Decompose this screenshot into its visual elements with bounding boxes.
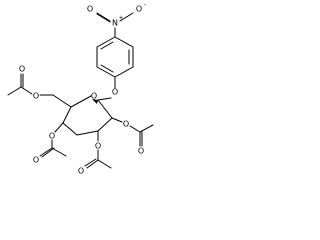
nitro-oxygen-single: O: [136, 5, 142, 14]
nitro-oxygen-charge: -: [144, 2, 146, 9]
ring-oxygen: O: [91, 92, 97, 101]
c4-acetoxy: [39, 122, 67, 158]
c2-carbonyl-oxygen: O: [138, 147, 144, 156]
chemical-structure: O N + O - O O O O O O O O O O: [7, 2, 154, 176]
c6-ester-oxygen: O: [33, 92, 39, 101]
anomeric-oxygen: O: [112, 88, 118, 97]
c6-acetoxymethyl: [7, 73, 72, 108]
nitro-nitrogen: N: [112, 19, 118, 28]
pyranose-ring: [62, 95, 113, 136]
nitro-oxygen-double: O: [87, 5, 93, 14]
c3-carbonyl-oxygen: O: [78, 167, 84, 176]
nitro-group: [96, 12, 134, 38]
c2-ester-oxygen: O: [123, 120, 129, 129]
c6-carbonyl-oxygen: O: [19, 65, 25, 74]
atom-labels: O N + O - O O O O O O O O O O: [19, 2, 146, 176]
nitro-nitrogen-charge: +: [118, 15, 123, 22]
c3-ester-oxygen: O: [95, 142, 101, 151]
c4-ester-oxygen: O: [49, 132, 55, 141]
c2-acetoxy: [111, 117, 154, 147]
benzene-ring: [96, 36, 134, 89]
c4-carbonyl-oxygen: O: [33, 156, 39, 165]
c3-acetoxy: [84, 130, 112, 169]
